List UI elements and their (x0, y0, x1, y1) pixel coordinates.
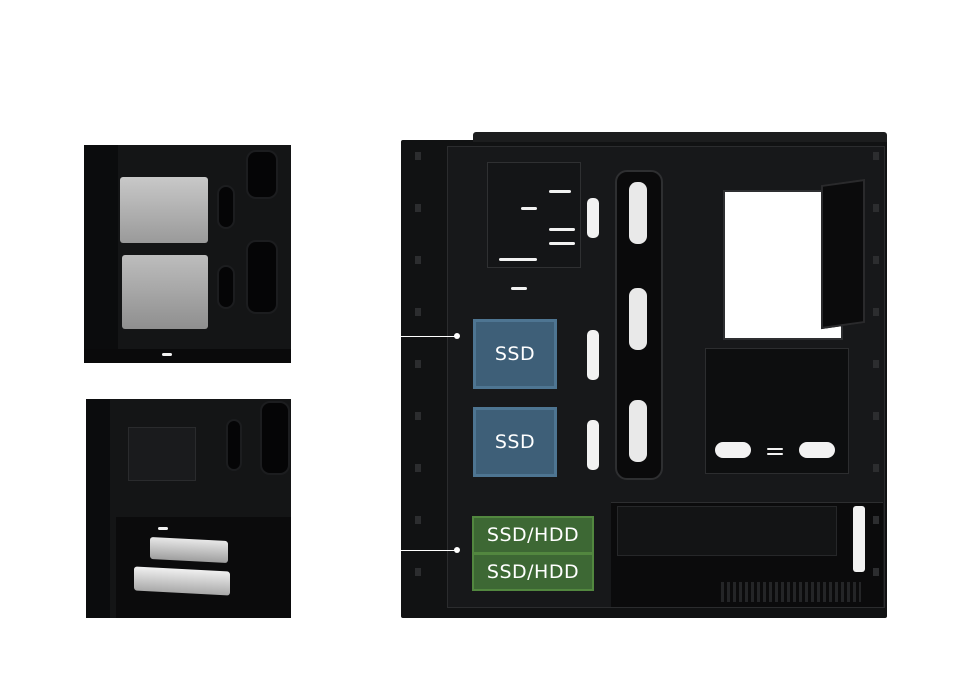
ssd-mount-label-upper: SSD (473, 319, 557, 389)
ssd-hdd-bay-label-upper: SSD/HDD (472, 516, 594, 554)
ssd-tray-lower (122, 255, 208, 329)
callout-dot-ssd (454, 333, 460, 339)
hdd-sled-upper (150, 536, 228, 564)
ssd-hdd-bay-label-lower: SSD/HDD (472, 553, 594, 591)
ssd-mount-label-lower: SSD (473, 407, 557, 477)
detail-photo-ssd-trays (84, 145, 291, 363)
ssd-hdd-upper-text: SSD/HDD (486, 524, 580, 546)
ssd-upper-text: SSD (494, 343, 536, 365)
callout-dot-hdd (454, 547, 460, 553)
detail-photo-drive-cage (86, 399, 291, 618)
callout-line-ssd (399, 336, 456, 337)
callout-line-hdd (399, 550, 456, 551)
ssd-tray-upper (120, 177, 208, 243)
hdd-sled-lower (134, 566, 230, 596)
ssd-lower-text: SSD (494, 431, 536, 453)
ssd-hdd-lower-text: SSD/HDD (486, 561, 580, 583)
